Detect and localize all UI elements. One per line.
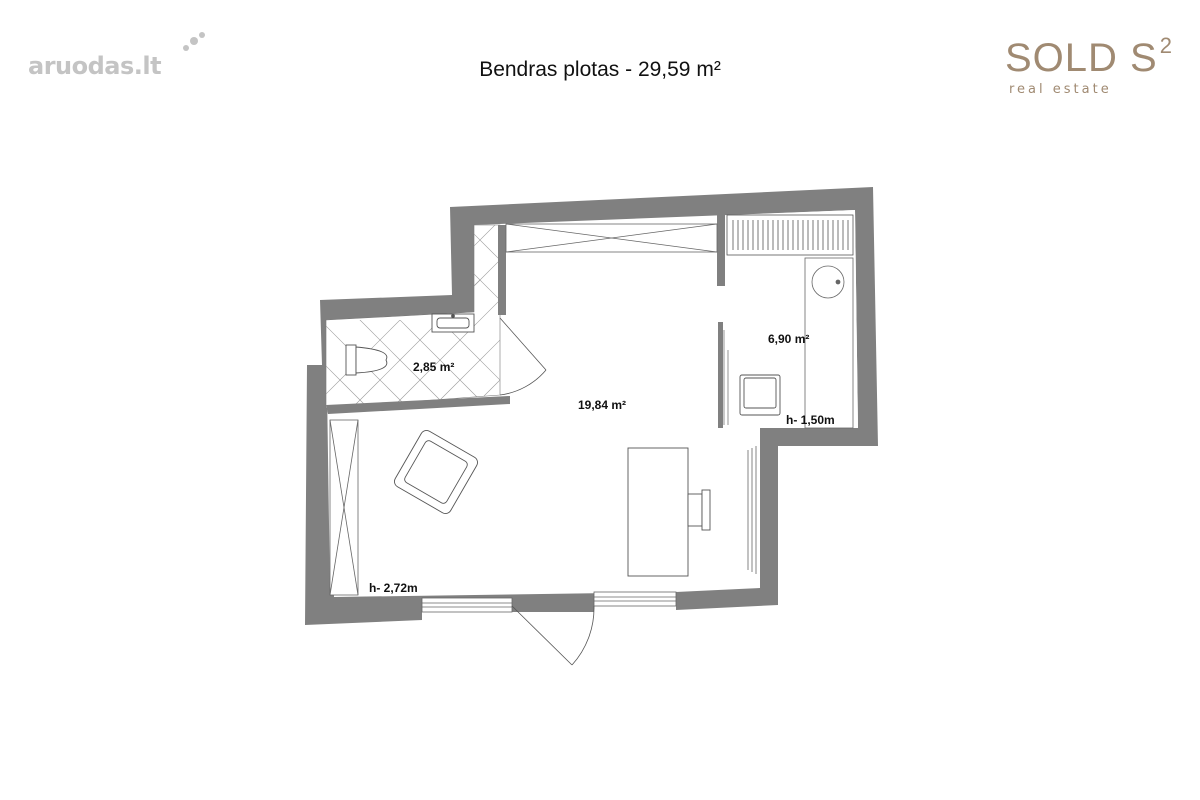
left-wardrobe xyxy=(329,419,359,596)
attic-partition-wall xyxy=(717,212,725,286)
main-room-floor xyxy=(328,210,858,597)
bathroom-partition-wall xyxy=(326,396,510,414)
brand-name: SOLD S xyxy=(1005,36,1158,80)
main-room-height-label: h- 2,72m xyxy=(369,581,418,595)
bathroom-side-wall xyxy=(498,225,506,315)
total-area-title: Bendras plotas - 29,59 m² xyxy=(479,58,721,81)
bathroom-area-label: 2,85 m² xyxy=(413,360,454,374)
right-window xyxy=(747,446,757,574)
attic-area-label: 6,90 m² xyxy=(768,332,809,346)
attic-armchair xyxy=(739,374,781,416)
desk-chair xyxy=(687,489,711,531)
top-wardrobe xyxy=(505,223,718,253)
brand-superscript: 2 xyxy=(1159,33,1173,58)
attic-height-label: h- 1,50m xyxy=(786,413,835,427)
living-armchair xyxy=(394,430,478,514)
entrance-door[interactable] xyxy=(511,605,595,666)
attic-sliding-door[interactable] xyxy=(723,330,729,425)
radiator xyxy=(726,214,854,256)
watermark-text: aruodas.lt xyxy=(28,52,162,80)
aruodas-watermark: aruodas.lt xyxy=(28,32,205,80)
bathroom-sink xyxy=(431,313,475,333)
toilet xyxy=(345,344,388,376)
main-room-area-label: 19,84 m² xyxy=(578,398,626,412)
washbasin-counter xyxy=(804,257,854,429)
bottom-right-window xyxy=(593,591,677,607)
brand-tagline: real estate xyxy=(1009,82,1112,97)
bathroom-door[interactable] xyxy=(499,317,547,396)
bottom-left-window xyxy=(421,597,513,613)
attic-partition-wall-lower xyxy=(718,322,723,428)
chimney-smoke-icon xyxy=(183,32,205,51)
desk xyxy=(627,447,689,577)
sold-brand-logo: SOLD S2 real estate xyxy=(1005,24,1173,97)
outer-walls xyxy=(305,187,878,625)
